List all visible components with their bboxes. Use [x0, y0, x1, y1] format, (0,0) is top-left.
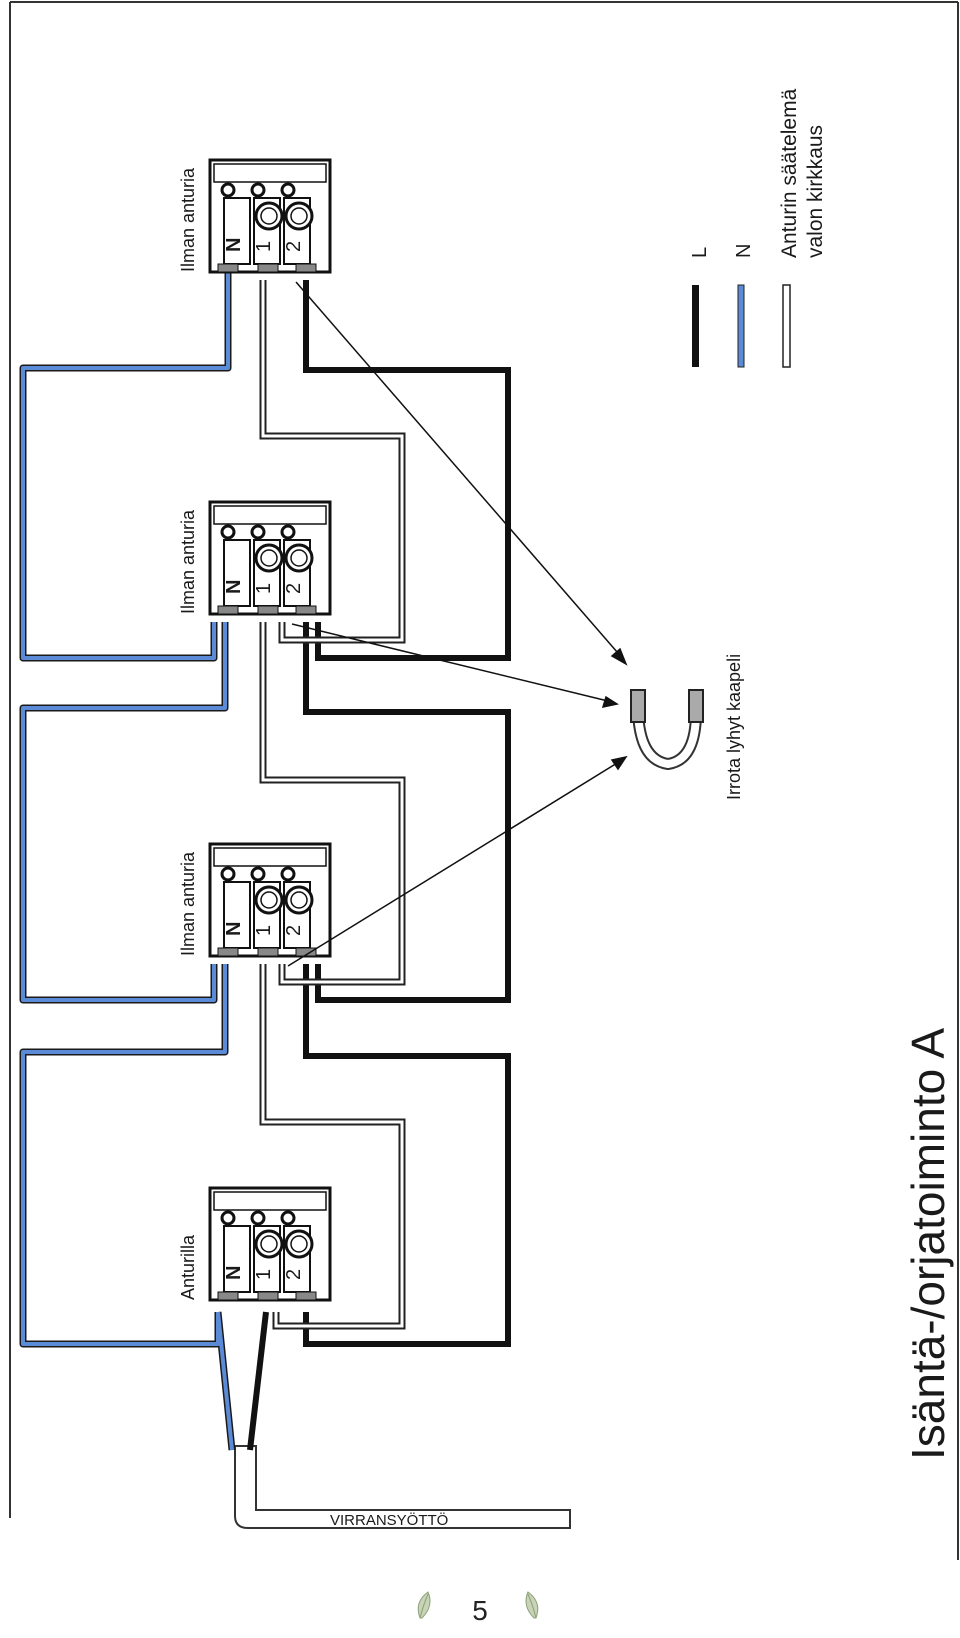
terminal-label-n: N	[223, 238, 245, 252]
live-wiring	[247, 280, 511, 1451]
jumper-cable: Irrota lyhyt kaapeli	[630, 654, 744, 800]
terminal-label-1: 1	[253, 583, 275, 594]
neutral-wiring	[19, 268, 236, 1451]
terminal-label-n: N	[223, 1266, 245, 1280]
jumper-label: Irrota lyhyt kaapeli	[724, 654, 744, 800]
terminal-label-2: 2	[283, 1269, 305, 1280]
leaf-icon	[525, 1591, 539, 1619]
legend: L N Anturin säätelemä valon kirkkaus	[689, 88, 827, 368]
terminal-label-1: 1	[253, 1269, 275, 1280]
legend-s-swatch	[782, 284, 791, 368]
terminal-label-2: 2	[283, 241, 305, 252]
legend-s-label-2: valon kirkkaus	[804, 125, 827, 258]
legend-n-label: N	[733, 244, 755, 258]
terminal-block-label: Anturilla	[178, 1234, 198, 1300]
diagram-title: Isäntä-/orjatoiminto A	[902, 1028, 954, 1460]
terminal-block-label: Ilman anturia	[178, 851, 198, 956]
legend-l-label: L	[689, 247, 711, 258]
page-number: 5	[472, 1595, 488, 1626]
legend-n-swatch	[737, 284, 745, 368]
leaf-icon	[417, 1591, 431, 1619]
legend-s-label-1: Anturin säätelemä	[778, 88, 801, 258]
terminal-label-2: 2	[283, 925, 305, 936]
terminal-block-label: Ilman anturia	[178, 509, 198, 614]
terminal-label-1: 1	[253, 241, 275, 252]
footer: 5	[417, 1591, 539, 1626]
terminal-block-label: Ilman anturia	[178, 167, 198, 272]
legend-l-swatch	[692, 285, 699, 367]
terminal-label-n: N	[223, 922, 245, 936]
terminal-label-1: 1	[253, 925, 275, 936]
jumper-arrows	[287, 281, 628, 967]
supply-cable: VIRRANSYÖTTÖ	[234, 1445, 571, 1529]
sensor-wiring	[259, 280, 406, 1330]
terminal-label-n: N	[223, 580, 245, 594]
terminal-label-2: 2	[283, 583, 305, 594]
supply-label: VIRRANSYÖTTÖ	[330, 1511, 448, 1529]
